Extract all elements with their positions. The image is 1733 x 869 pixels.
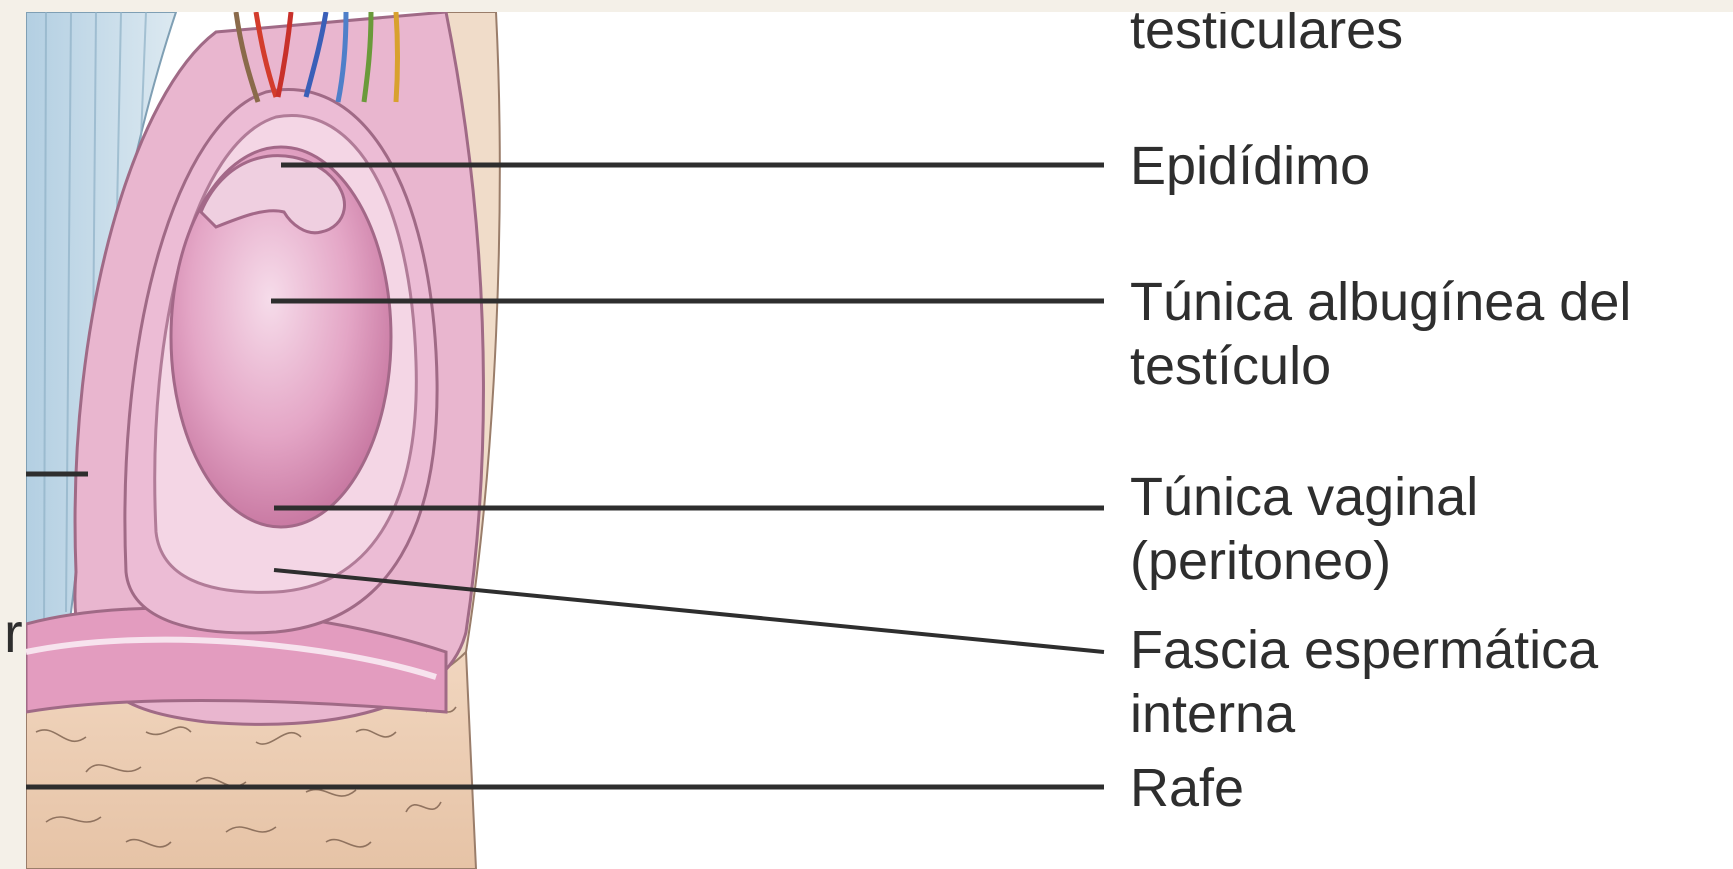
- label-text: Fascia espermática: [1130, 618, 1598, 682]
- label-tunica-vaginal: Túnica vaginal (peritoneo): [1130, 465, 1478, 593]
- label-text: testiculares: [1130, 12, 1403, 62]
- label-text: interna: [1130, 682, 1598, 746]
- label-testiculares: testiculares: [1130, 12, 1403, 62]
- label-text: Rafe: [1130, 756, 1244, 820]
- leader-line-fascia: [274, 570, 1104, 652]
- cropped-label-fragment: r: [0, 602, 26, 672]
- label-text: (peritoneo): [1130, 529, 1478, 593]
- label-text: Túnica albugínea del: [1130, 270, 1631, 334]
- label-text: r: [4, 602, 23, 665]
- label-fascia-espermatica: Fascia espermática interna: [1130, 618, 1598, 746]
- label-rafe: Rafe: [1130, 756, 1244, 820]
- label-text: testículo: [1130, 334, 1631, 398]
- label-tunica-albuginea: Túnica albugínea del testículo: [1130, 270, 1631, 398]
- label-text: Epidídimo: [1130, 134, 1370, 198]
- diagram-stage: testiculares Epidídimo Túnica albugínea …: [26, 12, 1733, 869]
- label-epididimo: Epidídimo: [1130, 134, 1370, 198]
- label-text: Túnica vaginal: [1130, 465, 1478, 529]
